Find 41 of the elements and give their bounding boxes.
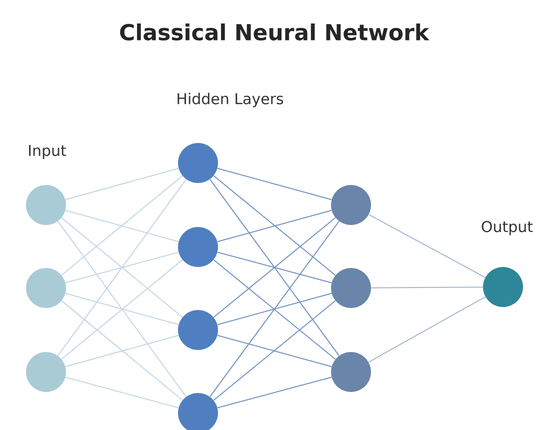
connection-line <box>64 334 180 368</box>
title: Classical Neural Network <box>120 23 430 40</box>
neuron-circle <box>178 142 218 183</box>
connection-line <box>216 292 332 326</box>
connection-line <box>368 296 486 363</box>
connection-line <box>57 178 187 356</box>
neuron-circle <box>483 266 523 307</box>
connection-line <box>61 217 183 318</box>
connection-line <box>61 259 183 360</box>
layer-label: Output <box>482 220 533 236</box>
connection-line <box>217 376 332 408</box>
connection-line <box>370 286 484 288</box>
neuron-circle <box>331 268 371 308</box>
connection-line <box>61 175 183 276</box>
connection-line <box>209 178 340 356</box>
neuron-circle <box>26 184 66 225</box>
connection-line <box>64 292 180 326</box>
connection-line <box>216 334 332 368</box>
connection-line <box>213 259 336 360</box>
connection-line <box>64 168 180 200</box>
layer-label: Hidden Layers <box>178 92 284 108</box>
connection-line <box>216 210 332 242</box>
connection-line <box>213 217 336 318</box>
connection-line <box>209 220 340 398</box>
neuron-circle <box>26 268 66 308</box>
connection-line <box>368 214 486 278</box>
connection-line <box>64 210 180 242</box>
neuron-circle <box>331 184 371 225</box>
connection-line <box>65 252 179 284</box>
connection-line <box>217 252 332 284</box>
connection-line <box>216 168 332 200</box>
neuron-circle <box>331 352 371 392</box>
connection-line <box>61 300 183 401</box>
neuron-circle <box>26 352 66 392</box>
layer-label: Input <box>29 144 66 160</box>
neuron-circle <box>178 226 218 267</box>
connection-line <box>57 220 187 398</box>
connection-line <box>213 175 336 276</box>
connection-line <box>65 376 179 408</box>
neuron-circle <box>178 310 218 350</box>
connection-line <box>213 300 336 401</box>
